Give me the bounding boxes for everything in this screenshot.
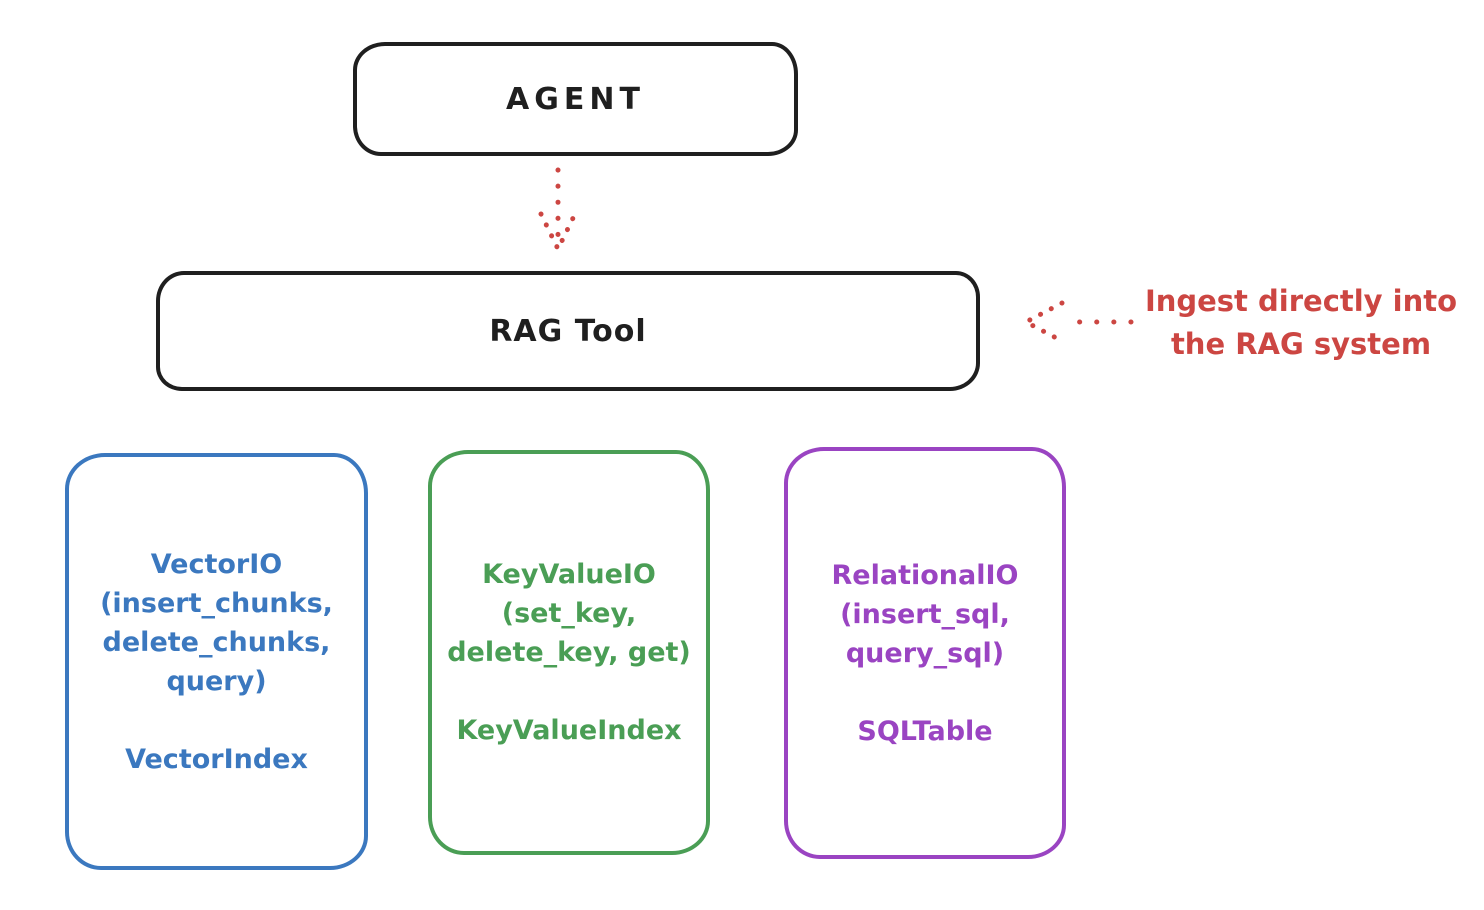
card-line: query)	[166, 665, 267, 697]
ingest-annotation-line1: Ingest directly into	[1144, 284, 1458, 318]
card-line: KeyValueIO	[482, 559, 656, 590]
keyvalue-io-methods: KeyValueIO (set_key, delete_key, get)	[447, 555, 691, 672]
agent-label: AGENT	[506, 81, 645, 117]
dotted-arrow-down-icon	[538, 167, 578, 255]
agent-node: AGENT	[353, 42, 798, 156]
card-line: delete_chunks,	[102, 626, 331, 658]
relational-io-methods: RelationalIO (insert_sql, query_sql)	[832, 556, 1019, 673]
card-line: delete_key, get)	[447, 637, 691, 668]
keyvalue-io-card: KeyValueIO (set_key, delete_key, get) Ke…	[428, 450, 710, 855]
ingest-annotation-line2: the RAG system	[1170, 327, 1432, 361]
dotted-arrow-left-icon	[1020, 300, 1134, 344]
vector-io-methods: VectorIO (insert_chunks, delete_chunks, …	[100, 545, 333, 701]
card-line: VectorIO	[150, 548, 283, 580]
card-line: RelationalIO	[831, 559, 1019, 591]
vector-io-card: VectorIO (insert_chunks, delete_chunks, …	[65, 453, 368, 870]
rag-tool-label: RAG Tool	[489, 313, 647, 349]
card-line: (set_key,	[501, 598, 637, 629]
keyvalue-index-label: KeyValueIndex	[456, 715, 682, 746]
vector-index-label: VectorIndex	[125, 743, 308, 775]
rag-tool-node: RAG Tool	[156, 271, 980, 391]
card-line: query_sql)	[845, 637, 1005, 669]
ingest-annotation: Ingest directly into the RAG system	[1135, 280, 1467, 366]
card-line: (insert_chunks,	[100, 587, 333, 619]
sql-table-label: SQLTable	[857, 715, 993, 747]
relational-io-card: RelationalIO (insert_sql, query_sql) SQL…	[784, 447, 1066, 859]
card-line: (insert_sql,	[840, 598, 1010, 630]
